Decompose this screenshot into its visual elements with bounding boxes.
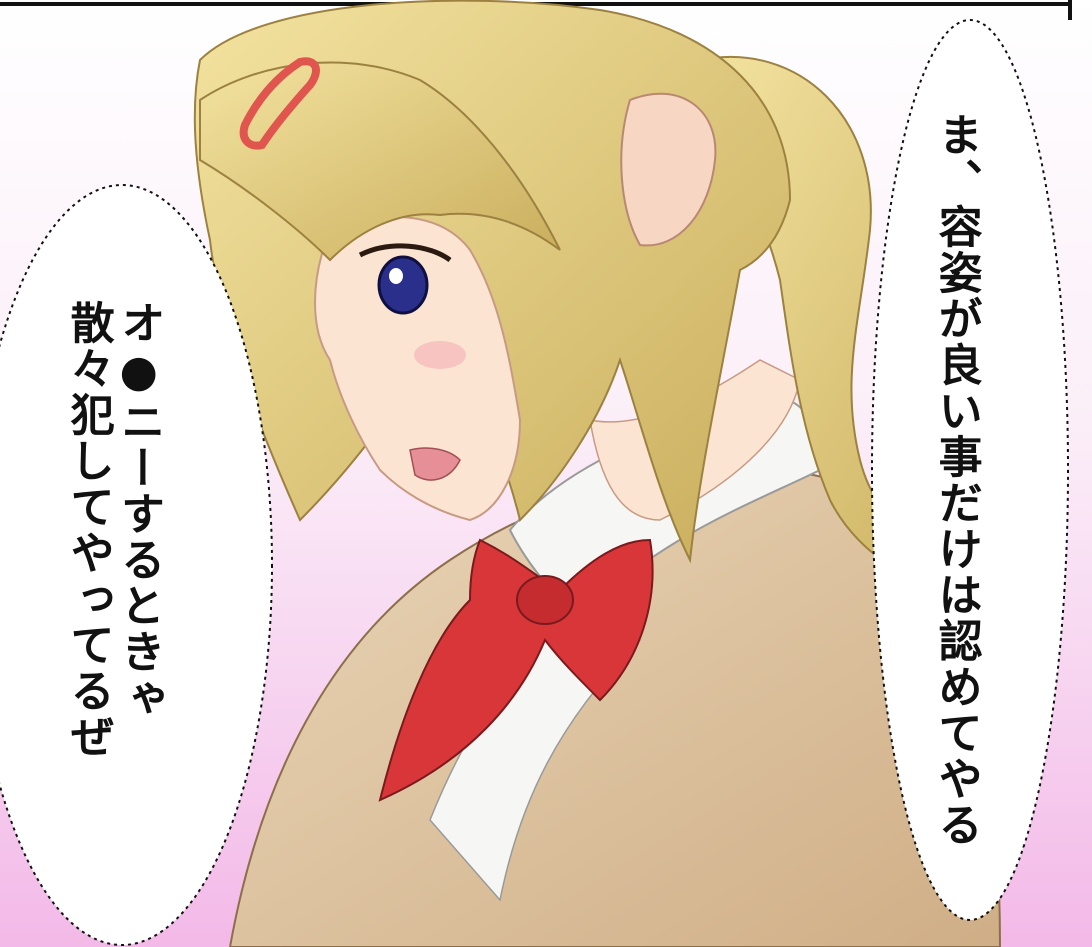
right-bubble-text: ま、容姿が良い事だけは認めてやる (930, 112, 982, 892)
right-speech-bubble (871, 19, 1069, 921)
ear (620, 92, 717, 247)
left-bubble-line-1: オ●ニーするときゃ (113, 300, 165, 721)
eye-highlight (389, 268, 403, 284)
eyelash (358, 243, 452, 263)
mouth (409, 447, 461, 481)
left-speech-bubble (0, 184, 273, 946)
left-bubble-line-2: 散々犯してやってるぜ (62, 300, 114, 760)
eye (377, 255, 429, 315)
right-bubble-line-1: ま、容姿が良い事だけは認めてやる (930, 112, 982, 848)
ribbon-bow (378, 538, 654, 802)
face (314, 215, 522, 522)
hairclip (239, 57, 320, 150)
left-bubble-text: オ●ニーするときゃ 散々犯してやってるぜ (62, 300, 165, 860)
blush (414, 341, 466, 369)
ribbon-knot (516, 575, 574, 625)
